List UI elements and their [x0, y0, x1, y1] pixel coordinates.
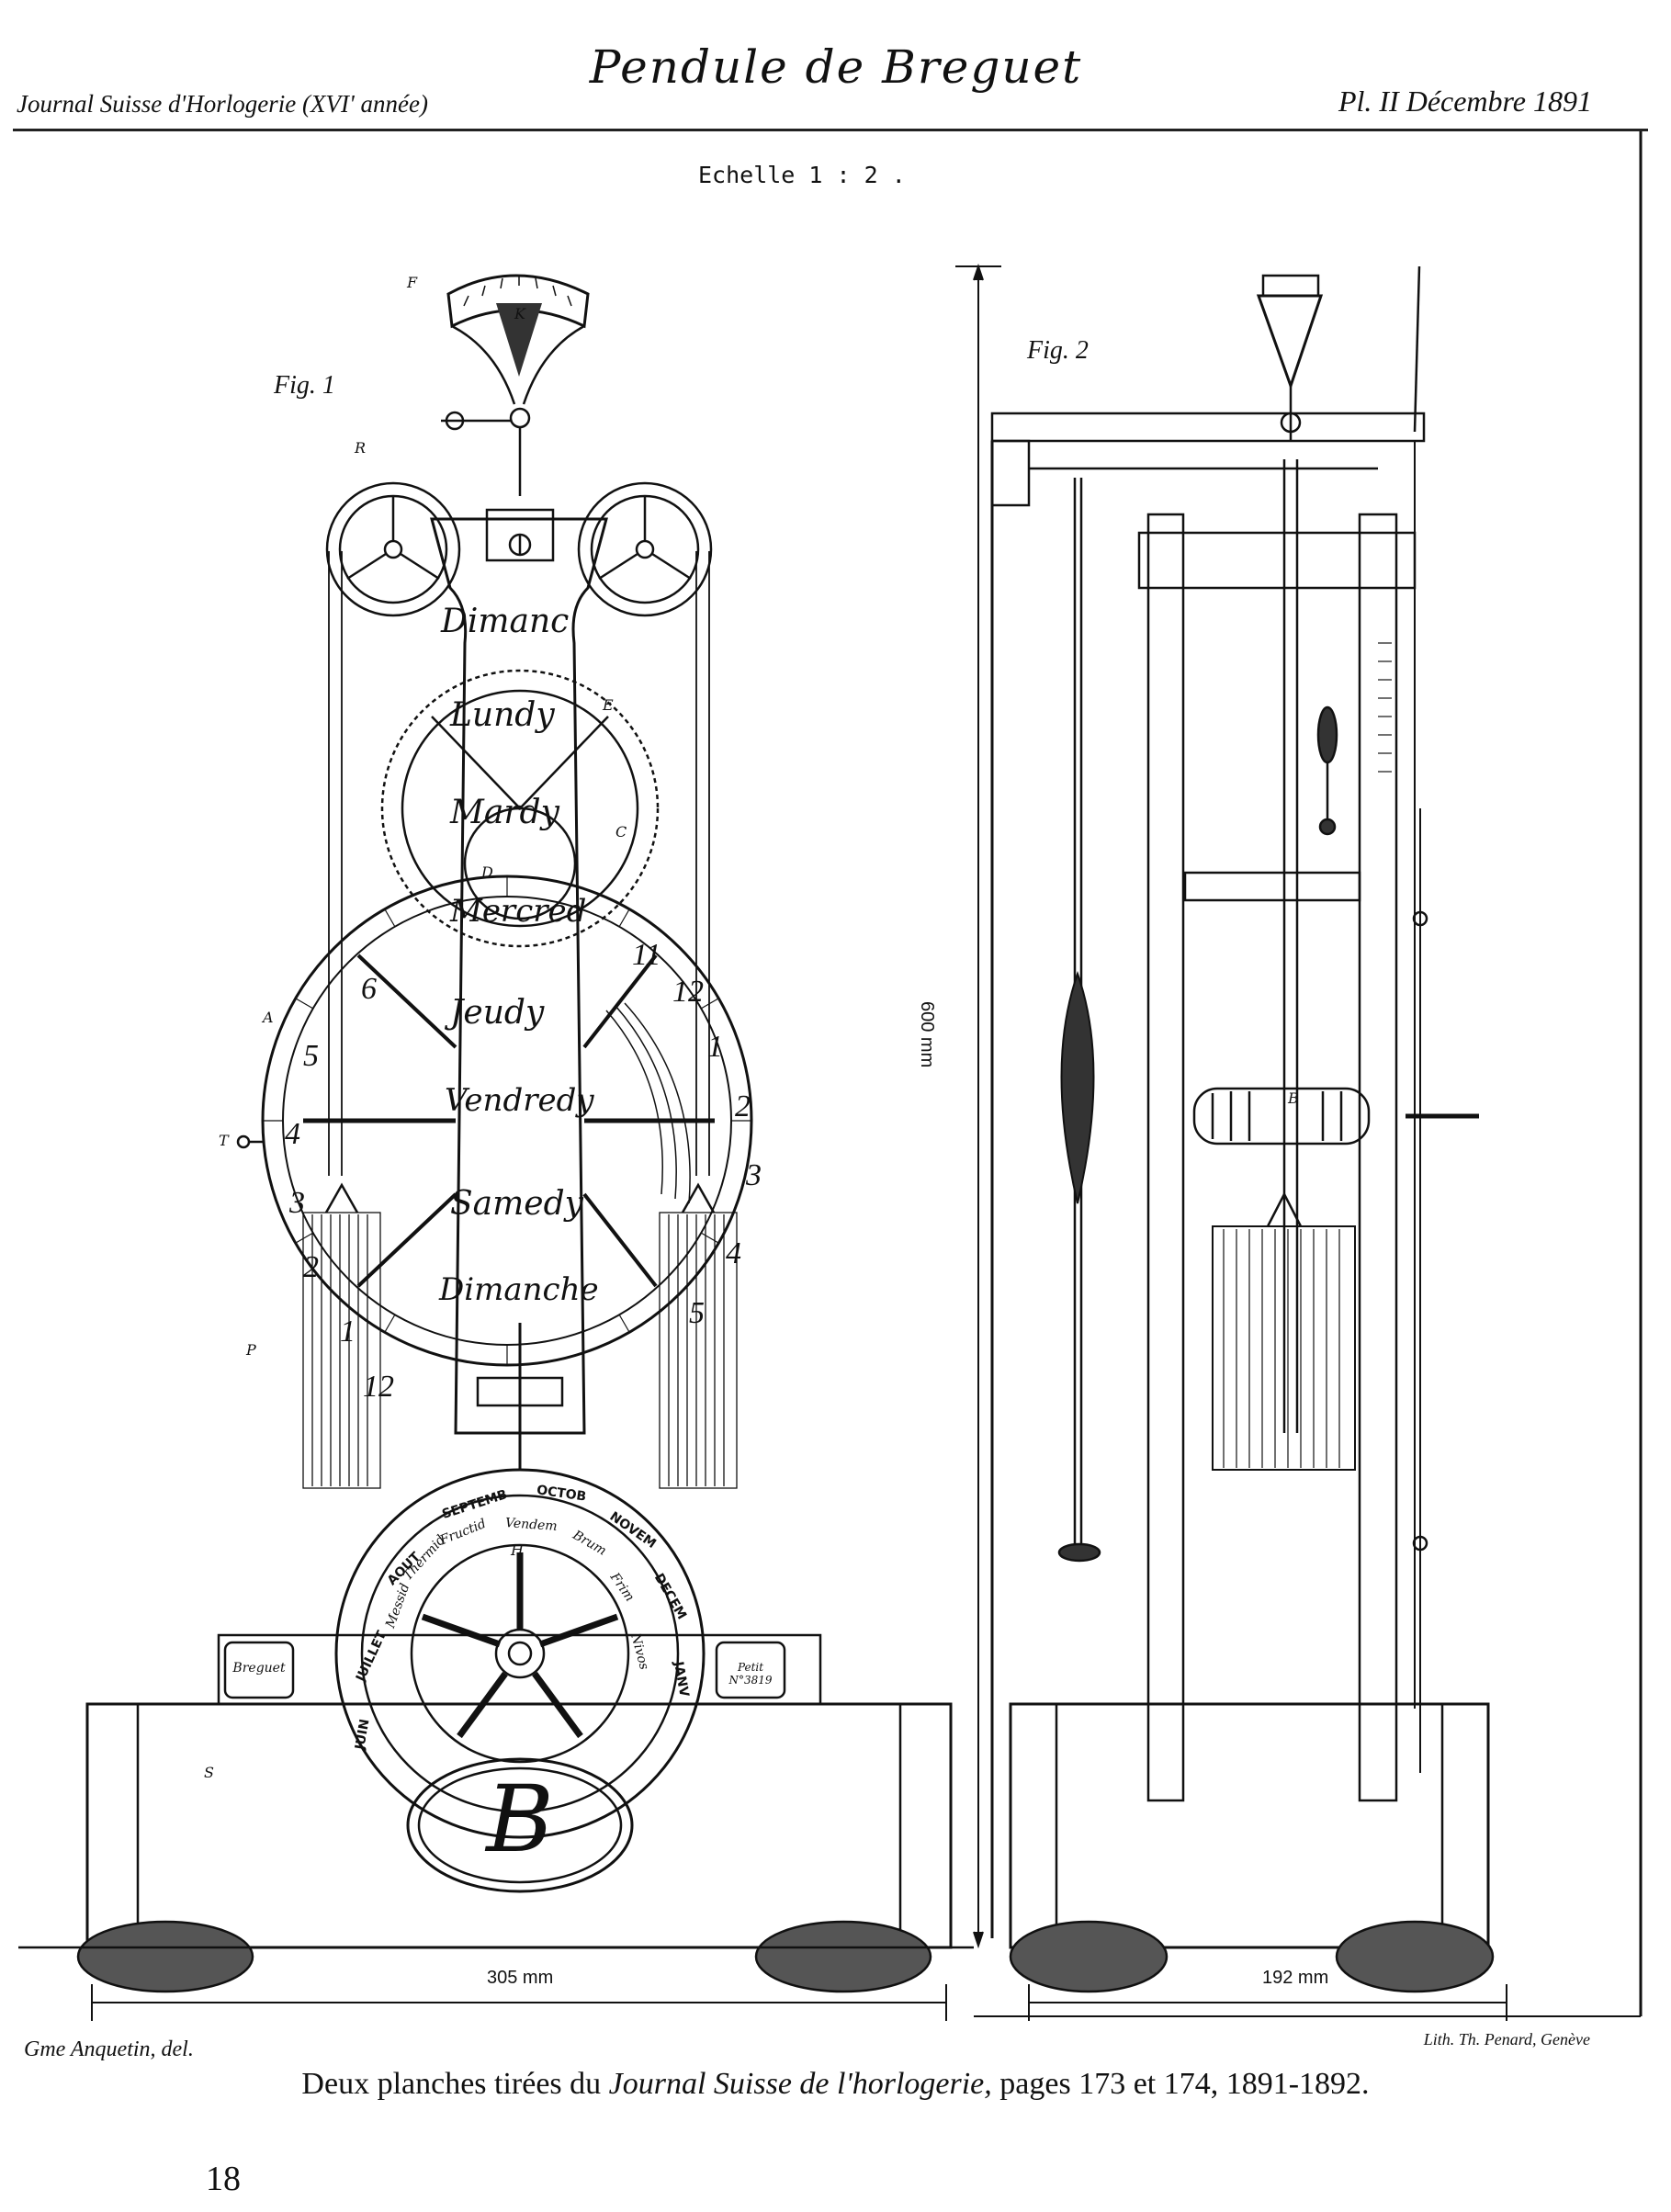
part-letter-T: T	[219, 1132, 229, 1149]
dimension-width-fig2: 192 mm	[1262, 1968, 1329, 1988]
svg-text:12: 12	[672, 975, 704, 1009]
calendar-day-1: Dimanc	[441, 603, 570, 640]
dimension-lines	[91, 263, 1507, 2021]
svg-text:1: 1	[340, 1315, 356, 1349]
calendar-day-2: Lundy	[450, 696, 555, 734]
part-letter-K: K	[514, 305, 525, 322]
part-letter-D: D	[481, 863, 493, 881]
calendar-day-7: Samedy	[450, 1185, 583, 1223]
part-letter-H: H	[511, 1541, 524, 1559]
dimension-width-fig1: 305 mm	[487, 1968, 554, 1988]
caption-journal: Journal Suisse de l'horlogerie,	[608, 2067, 992, 2101]
caption-after: pages 173 et 174, 1891-1892.	[991, 2067, 1370, 2101]
svg-text:1: 1	[707, 1030, 723, 1064]
svg-text:4: 4	[726, 1236, 741, 1270]
figure-2-side-view	[990, 265, 1495, 1993]
calendar-day-3: Mardy	[450, 794, 559, 831]
part-letter-E: E	[603, 696, 614, 714]
maker-plaque: Breguet	[232, 1661, 286, 1676]
svg-text:4: 4	[285, 1117, 300, 1151]
svg-text:3: 3	[288, 1186, 305, 1220]
svg-text:6: 6	[361, 972, 377, 1006]
journal-name: Journal Suisse d'Horlogerie (XVI' année)	[17, 90, 428, 118]
dimension-height: 600 mm	[917, 1001, 937, 1068]
part-letter-F: F	[407, 274, 418, 291]
svg-text:3: 3	[745, 1158, 762, 1192]
part-letter-A: A	[263, 1009, 274, 1026]
calendar-day-4: Mercred	[450, 893, 587, 930]
figure-caption: Deux planches tirées du Journal Suisse d…	[0, 2067, 1671, 2102]
lithography-credit: Lith. Th. Penard, Genève	[1423, 2030, 1590, 2048]
svg-text:2: 2	[735, 1089, 751, 1123]
part-letter-S: S	[204, 1764, 214, 1781]
part-letter-P: P	[246, 1341, 256, 1359]
serial-plaque: Petit N°3819	[728, 1661, 773, 1687]
svg-text:11: 11	[632, 938, 660, 972]
drawing-credit: Gme Anquetin, del.	[24, 2037, 194, 2061]
figure-1-label: Fig. 1	[274, 371, 335, 400]
page-number: 18	[206, 2160, 241, 2198]
figure-2-label: Fig. 2	[1027, 336, 1089, 365]
part-letter-C: C	[615, 823, 627, 841]
plate-number-date: Pl. II Décembre 1891	[1338, 85, 1592, 118]
calendar-day-6: Vendredy	[445, 1082, 594, 1119]
header-rule	[13, 129, 1648, 131]
part-letter-R: R	[355, 439, 367, 457]
calendar-day-5: Jeudy	[450, 994, 545, 1032]
svg-text:5: 5	[303, 1039, 319, 1073]
plate-title: Pendule de Breguet	[589, 40, 1083, 94]
svg-text:12: 12	[363, 1370, 394, 1404]
scale-label: Echelle 1 : 2 .	[698, 162, 906, 188]
svg-text:2: 2	[303, 1250, 319, 1284]
part-letter-B: B	[1288, 1089, 1299, 1107]
monogram: B	[486, 1766, 554, 1873]
calendar-day-8: Dimanche	[439, 1271, 599, 1308]
caption-before: Deux planches tirées du	[301, 2067, 609, 2101]
